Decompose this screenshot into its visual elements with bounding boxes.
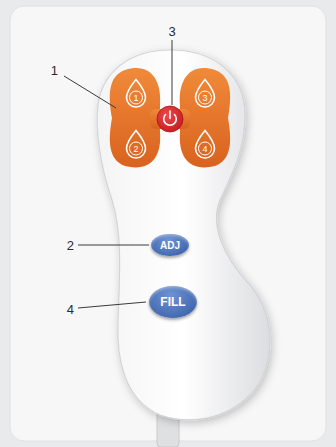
callout-number: 2: [67, 238, 74, 253]
callout-number: 3: [168, 24, 175, 39]
pad-bridge: [150, 109, 190, 129]
power-button: [157, 106, 183, 132]
button-number: 2: [124, 143, 148, 155]
button-label: FILL: [160, 295, 185, 309]
leader-line: [78, 302, 146, 308]
button-label: ADJ: [160, 240, 180, 251]
panel: [10, 6, 326, 441]
callout-number: 4: [67, 302, 74, 317]
button-number: 4: [193, 143, 217, 155]
button-number: 3: [193, 92, 217, 104]
leader-line: [64, 76, 116, 108]
drop-button: 3: [193, 78, 217, 108]
drop-button: 2: [124, 129, 148, 159]
button-number: 1: [124, 92, 148, 104]
leader-line: [78, 245, 149, 246]
power-symbol: [169, 111, 171, 119]
control-button: FILL: [149, 286, 197, 318]
drop-button: 4: [193, 129, 217, 159]
leader-lines: [64, 40, 172, 308]
control-button: ADJ: [151, 234, 189, 256]
leader-line: [172, 40, 173, 105]
callout-number: 1: [51, 63, 58, 78]
remote-body: [97, 50, 270, 420]
drop-button: 1: [124, 78, 148, 108]
